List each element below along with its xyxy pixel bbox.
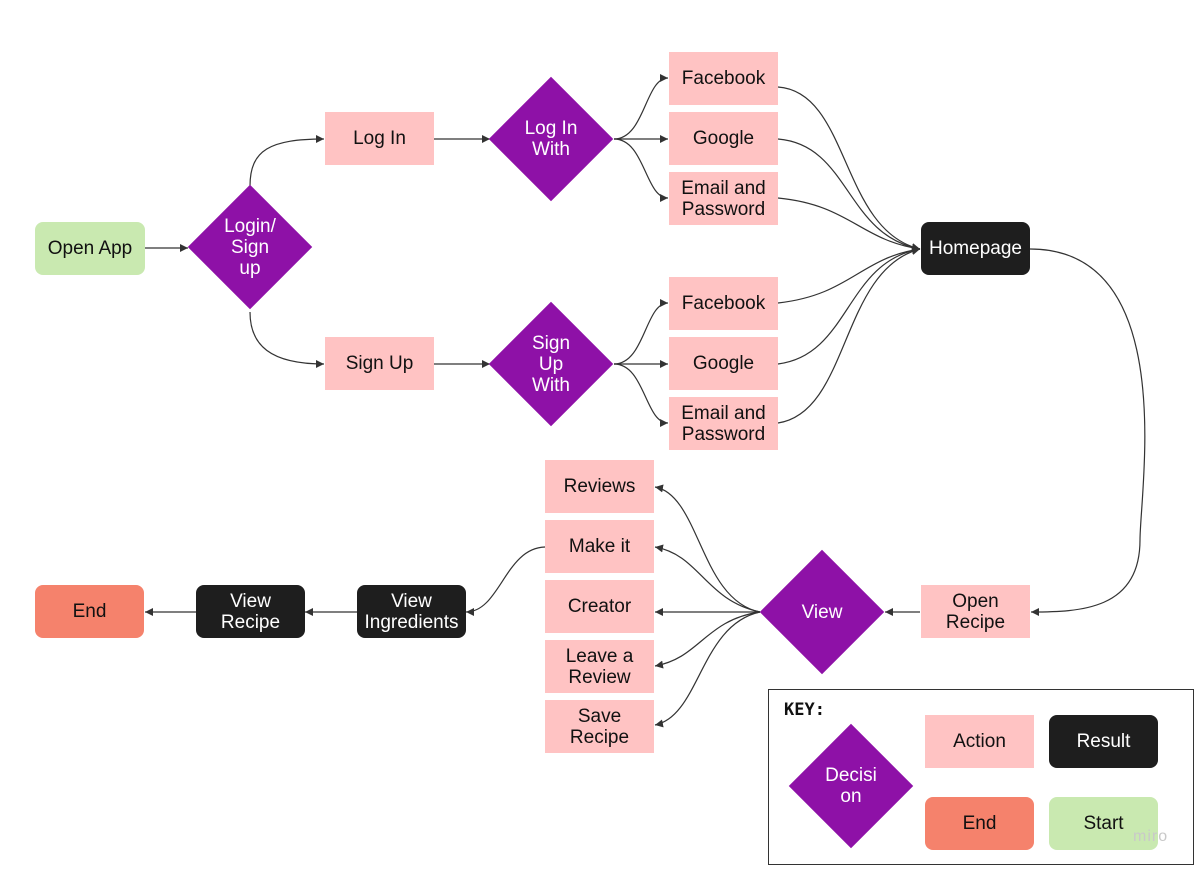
email-login-node[interactable]: Email and Password [669, 172, 778, 225]
make-it-node[interactable]: Make it [545, 520, 654, 573]
leave-review-node[interactable]: Leave a Review [545, 640, 654, 693]
key-start: Start [1049, 797, 1158, 850]
view-recipe-node[interactable]: View Recipe [196, 585, 305, 638]
edge-suw-facebook [613, 299, 669, 365]
edge-view-leave [654, 611, 761, 669]
creator-node[interactable]: Creator [545, 580, 654, 633]
open-app-node[interactable]: Open App [35, 222, 145, 275]
miro-watermark: miro [1133, 828, 1169, 845]
open-recipe-node[interactable]: Open Recipe [921, 585, 1030, 638]
edge-liw-email [613, 138, 669, 202]
key-action: Action [925, 715, 1034, 768]
edge-login-signup [249, 311, 325, 368]
google-login-node[interactable]: Google [669, 112, 778, 165]
facebook-login-node[interactable]: Facebook [669, 52, 778, 105]
key-end: End [925, 797, 1034, 850]
save-recipe-node[interactable]: Save Recipe [545, 700, 654, 753]
facebook-signup-node[interactable]: Facebook [669, 277, 778, 330]
edge-view-save [654, 611, 761, 728]
edge-g2-home [777, 246, 921, 365]
edge-e1-home [777, 197, 921, 252]
end-node[interactable]: End [35, 585, 144, 638]
homepage-node[interactable]: Homepage [921, 222, 1030, 275]
edge-g1-home [777, 138, 921, 252]
log-in-node[interactable]: Log In [325, 112, 434, 165]
key-title: KEY: [784, 700, 825, 720]
edge-liw-facebook [613, 74, 669, 140]
email-signup-node[interactable]: Email and Password [669, 397, 778, 450]
edge-login-login-in [249, 135, 325, 187]
reviews-node[interactable]: Reviews [545, 460, 654, 513]
key-result: Result [1049, 715, 1158, 768]
edge-home-open-recipe [1029, 248, 1146, 616]
view-ingredients-node[interactable]: View Ingredients [357, 585, 466, 638]
google-signup-node[interactable]: Google [669, 337, 778, 390]
edge-fb1-home [777, 86, 921, 252]
login-signup-label: Login/ Sign up [224, 215, 276, 279]
key-decision-label: Decisi on [825, 765, 877, 807]
edge-e2-home [777, 247, 921, 424]
edge-makeit-ingredients [465, 546, 546, 616]
edge-fb2-home [777, 246, 921, 304]
view-label: View [801, 601, 843, 623]
sign-up-node[interactable]: Sign Up [325, 337, 434, 390]
edge-suw-email [613, 363, 669, 427]
sign-up-with-label: Sign Up With [531, 332, 571, 396]
log-in-with-label: Log In With [524, 118, 578, 160]
edge-view-reviews [654, 484, 761, 613]
edge-view-makeit [654, 544, 761, 613]
key-legend [768, 689, 1194, 865]
